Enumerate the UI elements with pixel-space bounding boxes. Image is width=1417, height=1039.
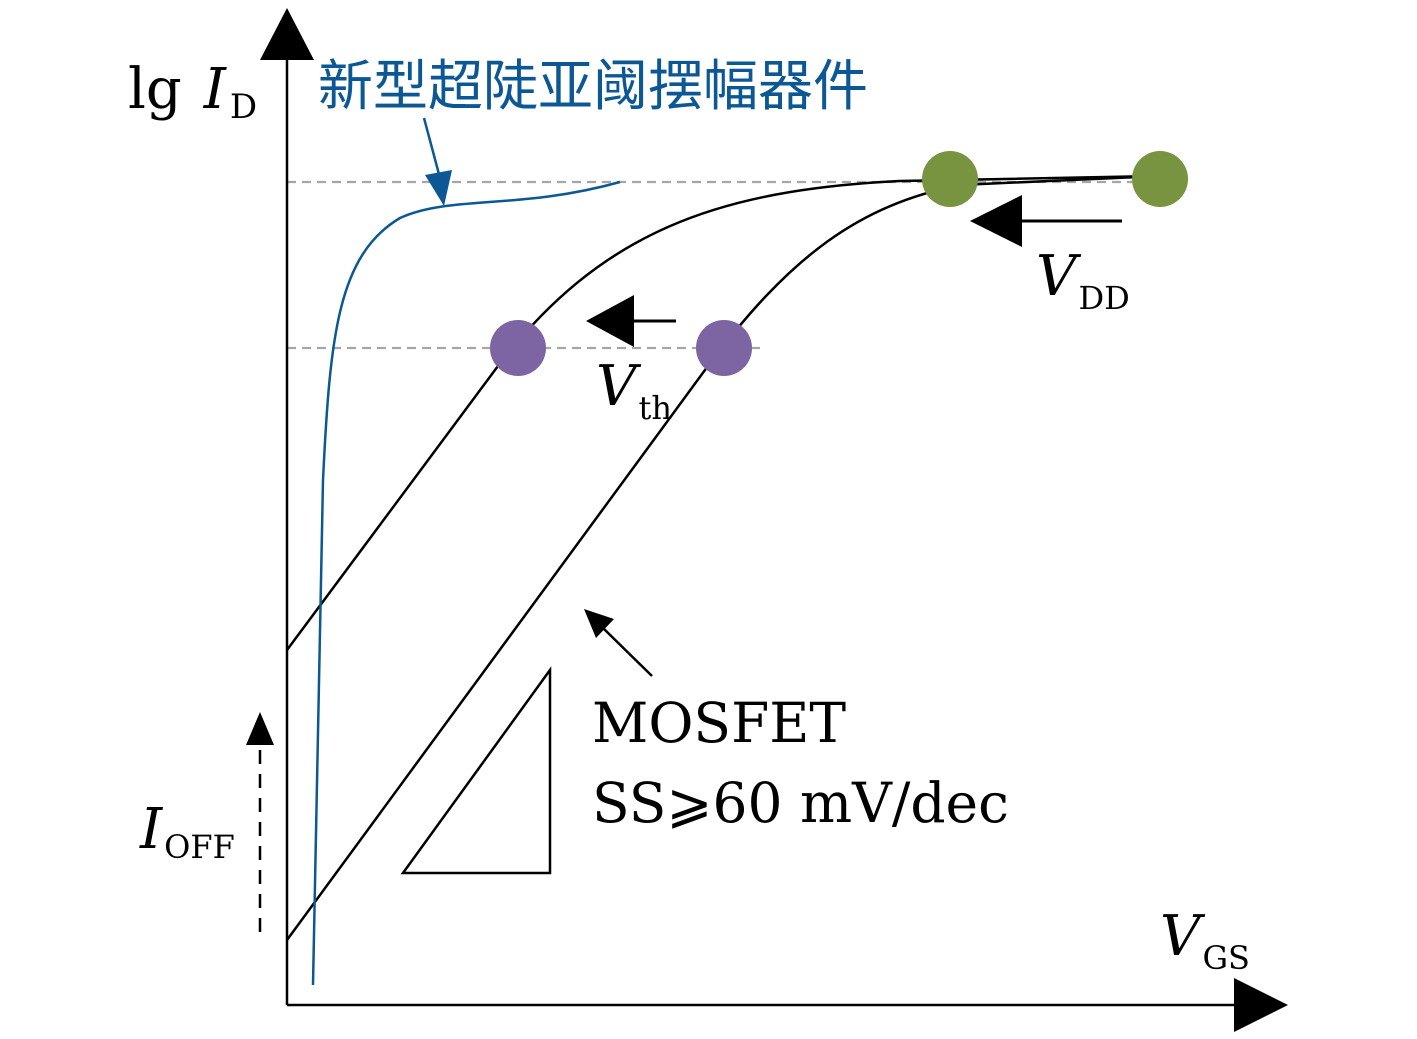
- x-axis-label: VGS: [1160, 904, 1250, 977]
- mosfet-slope-label: SS⩾60 mV/dec: [592, 771, 1009, 835]
- mosfet-label: MOSFET: [592, 691, 846, 755]
- y-axis-arrowhead: [260, 8, 314, 60]
- novel-device-callout-line: [422, 117, 442, 179]
- vth-marker-original: [696, 320, 752, 376]
- ioff-label-subscript: OFF: [164, 828, 235, 866]
- mosfet-callout-line: [602, 627, 653, 677]
- x-axis-label-symbol: V: [1160, 904, 1206, 969]
- slope-triangle: [400, 666, 552, 875]
- novel-device-curve: [311, 180, 621, 986]
- novel-device-label: 新型超陡亚阈摆幅器件: [318, 54, 868, 118]
- novel-device-callout-head: [425, 170, 452, 206]
- ioff-label-symbol: I: [139, 797, 164, 862]
- vth-label-subscript: th: [638, 389, 671, 427]
- mosfet-callout-head: [584, 609, 614, 638]
- y-axis-label-prefix: lg: [128, 57, 182, 122]
- vdd-marker-original: [1132, 151, 1188, 207]
- y-axis-label-subscript: D: [230, 87, 257, 127]
- vth-shift-arrow-head: [586, 295, 634, 347]
- vdd-label: VDD: [1036, 244, 1130, 317]
- vth-label-symbol: V: [596, 354, 642, 419]
- y-axis-label-symbol: I: [203, 57, 228, 122]
- x-axis-label-subscript: GS: [1202, 939, 1249, 977]
- vdd-label-subscript: DD: [1078, 279, 1129, 317]
- vth-label: Vth: [596, 354, 672, 427]
- ioff-label: IOFF: [139, 797, 235, 866]
- vdd-marker-new: [922, 151, 978, 207]
- vdd-shift-arrow-head: [970, 195, 1022, 247]
- vdd-label-symbol: V: [1036, 244, 1082, 309]
- ioff-arrow-head: [246, 712, 274, 745]
- x-axis-arrowhead: [1234, 978, 1288, 1032]
- mosfet-curve-reduced-vdd: [285, 174, 1161, 651]
- vth-marker-new: [490, 320, 546, 376]
